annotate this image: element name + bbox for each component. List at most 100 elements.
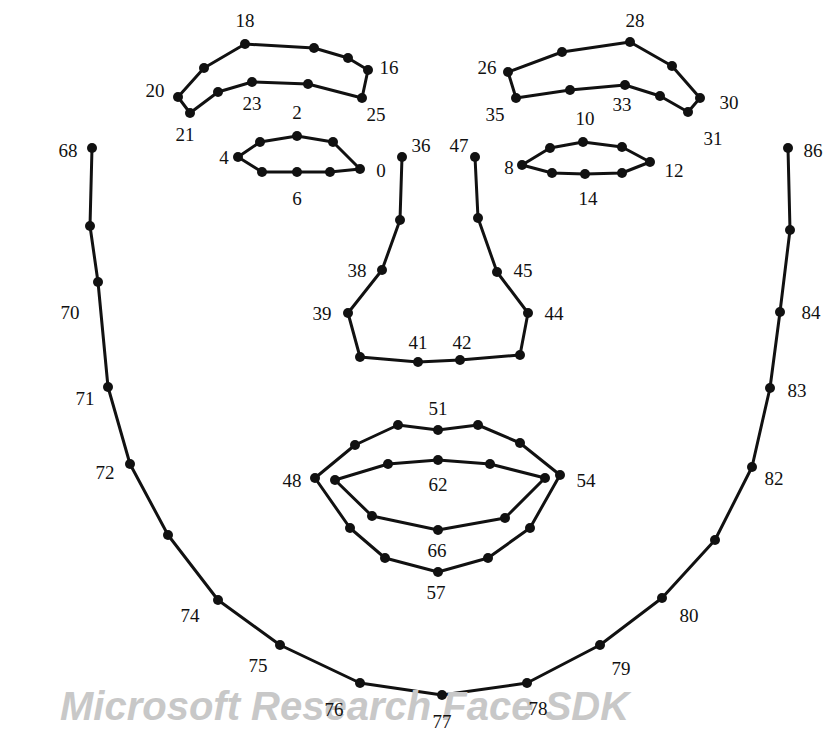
- callout-number: 62: [429, 475, 448, 494]
- inner-lip-line: [335, 460, 545, 530]
- landmark-dot: [325, 167, 335, 177]
- callout-number: 51: [429, 399, 448, 418]
- callout-number: 54: [577, 471, 596, 490]
- callout-number: 0: [376, 161, 386, 180]
- landmark-dot: [747, 462, 757, 472]
- landmark-dot: [785, 225, 795, 235]
- landmark-dot: [310, 473, 320, 483]
- landmark-dot: [173, 92, 183, 102]
- landmark-dot: [492, 267, 502, 277]
- callout-number: 28: [626, 11, 645, 30]
- landmark-dot: [555, 470, 565, 480]
- callout-number: 70: [61, 303, 80, 322]
- nose-line: [348, 157, 528, 362]
- landmark-dot: [393, 420, 403, 430]
- landmark-dot: [620, 80, 630, 90]
- callout-number: 57: [427, 583, 446, 602]
- callout-number: 79: [612, 659, 631, 678]
- landmark-dot: [355, 164, 365, 174]
- landmark-dot: [85, 221, 95, 231]
- landmark-dot: [292, 131, 302, 141]
- callout-number: 31: [704, 129, 723, 148]
- landmark-dot: [523, 308, 533, 318]
- landmark-dot: [695, 93, 705, 103]
- callout-number: 48: [283, 471, 302, 490]
- landmark-dot: [657, 593, 667, 603]
- landmark-dot: [309, 43, 319, 53]
- landmark-dot: [199, 63, 209, 73]
- landmark-dot: [345, 523, 355, 533]
- landmark-dot: [433, 455, 443, 465]
- landmark-dot: [383, 459, 393, 469]
- callout-number: 4: [219, 148, 229, 167]
- landmark-dot: [565, 85, 575, 95]
- landmark-dot: [247, 77, 257, 87]
- callout-number: 41: [409, 333, 428, 352]
- landmark-dot: [213, 595, 223, 605]
- landmark-dot: [185, 108, 195, 118]
- callout-number: 45: [514, 261, 533, 280]
- landmark-dot: [397, 152, 407, 162]
- landmark-dot: [595, 640, 605, 650]
- eyebrow-line: [178, 44, 368, 113]
- landmark-dot: [125, 459, 135, 469]
- landmark-dot: [483, 553, 493, 563]
- landmark-dot: [667, 61, 677, 71]
- landmark-dot: [240, 39, 250, 49]
- landmark-dot: [93, 277, 103, 287]
- callout-number: 23: [243, 94, 262, 113]
- callout-number: 77: [433, 712, 452, 731]
- landmark-dot: [547, 168, 557, 178]
- landmark-dot: [500, 513, 510, 523]
- eyebrow-line: [508, 42, 700, 112]
- callout-number: 25: [367, 105, 386, 124]
- landmark-dot: [517, 160, 527, 170]
- outer-lip-line: [315, 425, 560, 572]
- callout-number: 26: [478, 58, 497, 77]
- callout-number: 39: [313, 304, 332, 323]
- landmark-dot: [625, 37, 635, 47]
- landmark-dot: [473, 420, 483, 430]
- callout-number: 47: [450, 136, 469, 155]
- landmark-dot: [617, 168, 627, 178]
- callout-number: 75: [249, 656, 268, 675]
- landmark-dot: [343, 308, 353, 318]
- callout-number: 20: [146, 81, 165, 100]
- callout-number: 6: [292, 189, 302, 208]
- landmark-dot: [710, 535, 720, 545]
- landmark-dot: [525, 523, 535, 533]
- landmark-dot: [377, 265, 387, 275]
- landmark-dot: [540, 473, 550, 483]
- landmark-dot: [87, 143, 97, 153]
- callout-number: 80: [680, 606, 699, 625]
- callout-number: 38: [348, 261, 367, 280]
- landmark-dot: [213, 87, 223, 97]
- callout-number: 30: [720, 93, 739, 112]
- callout-number: 16: [380, 58, 399, 77]
- landmark-dot: [515, 438, 525, 448]
- landmark-dot: [578, 137, 588, 147]
- landmark-dot: [580, 169, 590, 179]
- callout-number: 2: [292, 103, 302, 122]
- landmark-dot: [163, 530, 173, 540]
- landmark-dot: [357, 93, 367, 103]
- callout-number: 84: [802, 303, 821, 322]
- landmark-dot: [503, 67, 513, 77]
- landmark-dot: [645, 157, 655, 167]
- landmark-dot: [765, 383, 775, 393]
- landmark-dot: [775, 307, 785, 317]
- landmark-dot: [328, 137, 338, 147]
- landmark-dot: [433, 525, 443, 535]
- landmark-dot: [473, 213, 483, 223]
- callout-number: 76: [325, 700, 344, 719]
- callout-number: 42: [453, 333, 472, 352]
- callout-number: 74: [181, 606, 200, 625]
- callout-number: 86: [804, 141, 823, 160]
- landmark-dot: [433, 425, 443, 435]
- landmark-dot: [350, 440, 360, 450]
- callout-number: 33: [613, 95, 632, 114]
- landmark-dot: [455, 355, 465, 365]
- callout-number: 14: [579, 189, 598, 208]
- landmark-dot: [255, 137, 265, 147]
